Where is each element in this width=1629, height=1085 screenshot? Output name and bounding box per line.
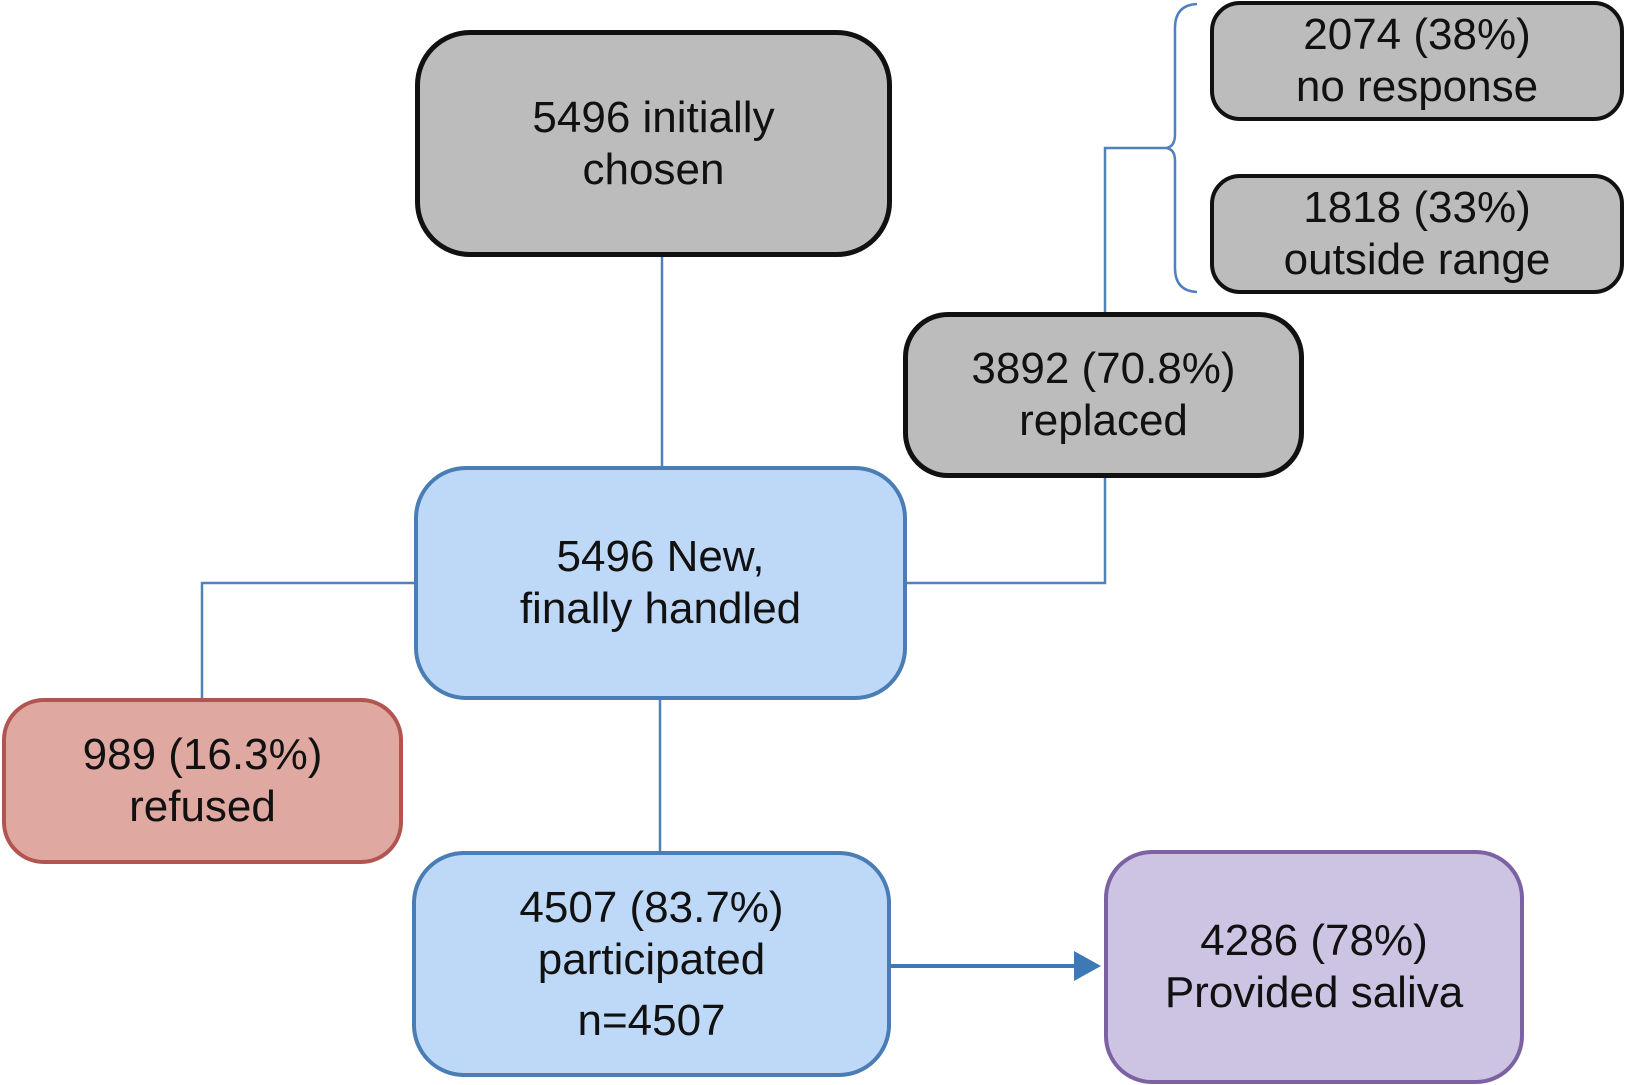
node-text-line: replaced <box>1019 396 1188 445</box>
node-text-line: chosen <box>582 144 725 194</box>
node-text-line: 2074 (38%) <box>1303 10 1531 59</box>
node-text-line: 3892 (70.8%) <box>971 344 1236 393</box>
node-text-line: 989 (16.3%) <box>82 730 323 779</box>
node-text-line: refused <box>129 782 276 831</box>
node-finally-handled: 5496 New, finally handled <box>414 466 907 700</box>
node-text-line: 4286 (78%) <box>1200 916 1428 965</box>
node-text-line: 4507 (83.7%) <box>519 882 784 932</box>
replaced-to-handled-line <box>907 478 1107 585</box>
brace-connector <box>1165 2 1198 294</box>
node-no-response: 2074 (38%) no response <box>1210 1 1624 121</box>
node-text-line: outside range <box>1283 235 1551 284</box>
node-outside-range: 1818 (33%) outside range <box>1210 174 1624 294</box>
handled-to-refused-line <box>200 581 414 698</box>
node-initially-chosen: 5496 initially chosen <box>415 30 892 257</box>
node-text-line: 1818 (33%) <box>1303 183 1531 232</box>
brace-to-replaced-line <box>1103 146 1166 312</box>
node-participated: 4507 (83.7%) participated n=4507 <box>412 851 891 1077</box>
node-replaced: 3892 (70.8%) replaced <box>903 312 1304 478</box>
node-text-line: participated <box>537 934 766 984</box>
node-text-line: no response <box>1295 62 1539 111</box>
node-text-line: 5496 New, <box>556 532 765 581</box>
node-text-line: Provided saliva <box>1164 968 1464 1017</box>
arrowhead-icon <box>1074 951 1101 981</box>
node-text-line: 5496 initially <box>532 92 775 142</box>
node-refused: 989 (16.3%) refused <box>2 698 403 864</box>
node-provided-saliva: 4286 (78%) Provided saliva <box>1104 850 1524 1084</box>
node-text-line: n=4507 <box>577 995 726 1045</box>
node-text-line: finally handled <box>519 584 802 633</box>
